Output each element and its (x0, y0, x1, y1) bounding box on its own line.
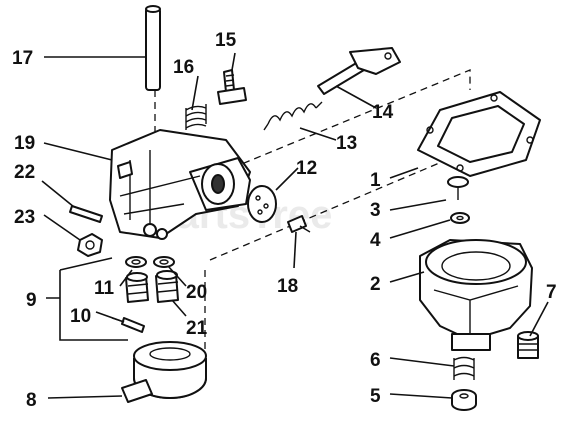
part-1-gasket[interactable] (417, 91, 541, 177)
callout-20: 20 (186, 282, 207, 303)
part-22-pin[interactable] (69, 205, 103, 223)
callout-labels: 17 16 15 19 22 23 12 13 14 18 1 3 4 2 7 … (12, 30, 557, 411)
callout-11: 11 (94, 278, 115, 299)
part-5-nut[interactable] (451, 389, 477, 411)
callout-22: 22 (14, 162, 35, 183)
leader-lines (41, 52, 549, 399)
part-3-valve[interactable] (447, 176, 469, 200)
part-23-nut[interactable] (77, 233, 103, 257)
part-9-seat-left[interactable] (125, 272, 149, 303)
callout-18: 18 (277, 276, 298, 297)
part-11-washer[interactable] (125, 256, 147, 268)
callout-3: 3 (370, 200, 381, 221)
callout-15: 15 (215, 30, 237, 51)
part-6-spring[interactable] (453, 356, 475, 381)
part-8-float[interactable] (121, 341, 207, 403)
callout-21: 21 (186, 318, 208, 339)
part-7-screw[interactable] (517, 331, 539, 359)
part-13-spring[interactable] (263, 101, 323, 131)
part-2-float-bowl[interactable] (419, 239, 533, 351)
callout-23: 23 (14, 207, 35, 228)
callout-16: 16 (173, 57, 194, 78)
part-12-disc[interactable] (247, 185, 277, 223)
callout-2: 2 (370, 274, 381, 295)
part-17-rod[interactable] (145, 5, 161, 91)
part-20-washer[interactable] (153, 256, 175, 268)
callout-7: 7 (546, 282, 557, 303)
part-15-screw[interactable] (217, 69, 247, 105)
callout-6: 6 (370, 350, 381, 371)
part-18-screw[interactable] (287, 215, 311, 233)
callout-9: 9 (26, 290, 37, 311)
callout-1: 1 (370, 170, 381, 191)
callout-12: 12 (296, 158, 317, 179)
part-19-carburetor-body[interactable] (109, 129, 251, 240)
part-14-lever[interactable] (317, 47, 401, 95)
assembly-dash-lines (154, 69, 471, 380)
callout-17: 17 (12, 48, 33, 69)
callout-14: 14 (372, 102, 394, 123)
part-16-spring[interactable] (185, 104, 207, 130)
part-21-fitting[interactable] (155, 270, 179, 303)
part-4-washer[interactable] (450, 212, 470, 224)
callout-5: 5 (370, 386, 381, 407)
callout-4: 4 (370, 230, 381, 251)
callout-8: 8 (26, 390, 37, 411)
callout-13: 13 (336, 133, 357, 154)
callout-19: 19 (14, 133, 35, 154)
callout-10: 10 (70, 306, 91, 327)
